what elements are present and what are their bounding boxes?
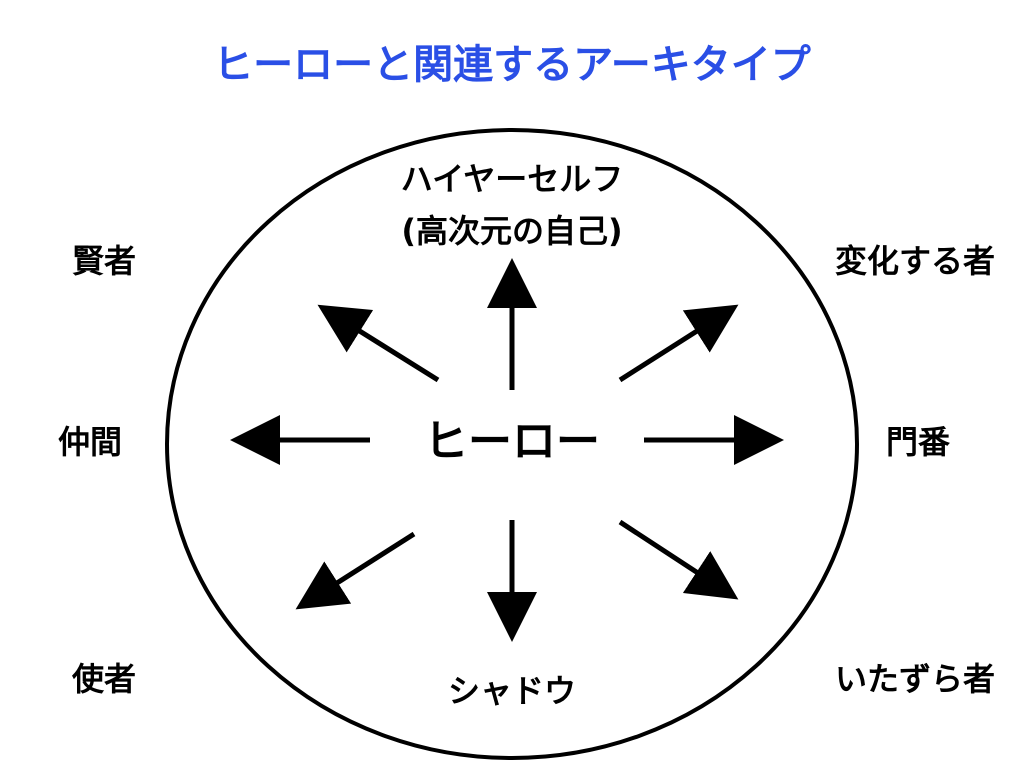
label-shapeshifter: 変化する者 bbox=[835, 242, 995, 280]
label-ally: 仲間 bbox=[58, 423, 122, 461]
arrow-up-left bbox=[317, 304, 440, 383]
diagram-title: ヒーローと関連するアーキタイプ bbox=[213, 42, 811, 88]
outer-circle bbox=[165, 128, 859, 760]
arrow-up-right bbox=[618, 304, 739, 383]
arrow-down-left bbox=[295, 531, 416, 610]
label-shadow: シャドウ bbox=[448, 672, 576, 710]
center-label-hero: ヒーロー bbox=[424, 416, 600, 467]
label-herald: 使者 bbox=[71, 660, 136, 698]
arrow-down-right bbox=[618, 519, 739, 600]
label-higher-self: ハイヤーセルフ bbox=[401, 160, 623, 198]
label-sage: 賢者 bbox=[72, 242, 136, 280]
label-trickster: いたずら者 bbox=[835, 660, 995, 698]
label-higher-self-sub: (高次元の自己) bbox=[401, 212, 622, 250]
label-threshold-guardian: 門番 bbox=[886, 423, 951, 461]
